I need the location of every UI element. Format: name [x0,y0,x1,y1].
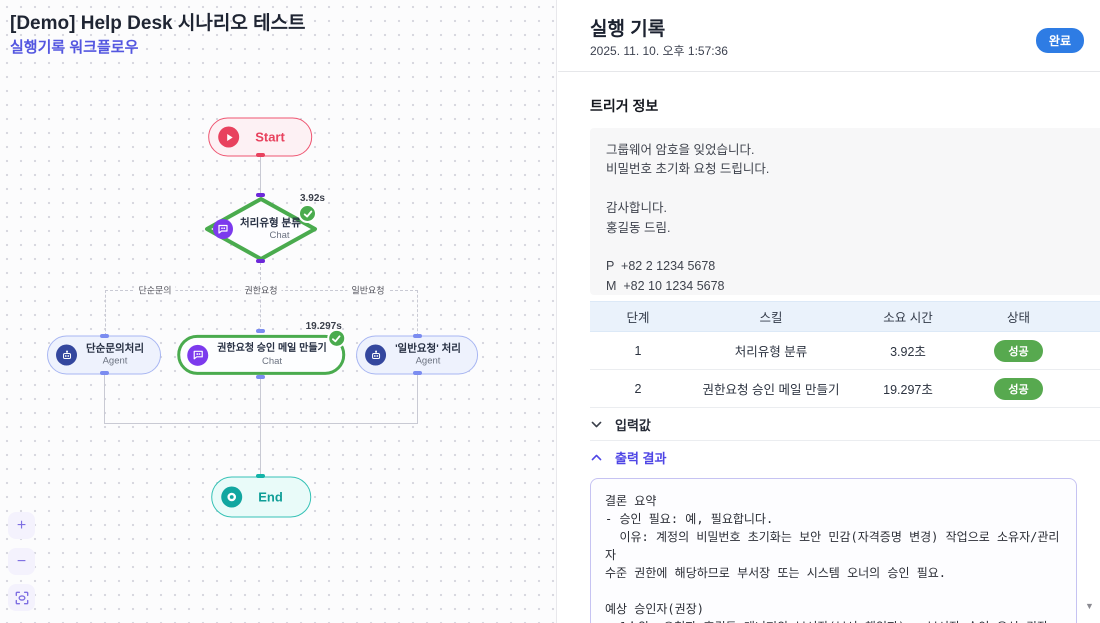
start-node-label: Start [255,129,285,145]
node-general-request[interactable]: '일반요청' 처리 Agent [356,335,478,375]
node-end[interactable]: End [211,476,311,518]
steps-table-header: 단계 스킬 소요 시간 상태 [590,301,1100,332]
edge-merge-horizontal [104,423,418,424]
simple-inquiry-subtitle: Agent [102,355,128,367]
trigger-info-text: 그룹웨어 암호을 잊었습니다. 비밀번호 초기화 요청 드립니다. 감사합니다.… [606,143,770,293]
chevron-down-icon [590,418,603,431]
output-result-label: 출력 결과 [615,450,667,466]
status-badge: 완료 [1035,28,1084,53]
fit-view-icon [15,591,29,605]
chat-icon [187,344,209,366]
approval-duration-label: 19.297s [305,320,342,332]
cell-duration: 19.297초 [883,383,933,397]
zoom-in-button[interactable]: + [8,512,35,539]
cell-step: 1 [634,343,642,358]
node-start[interactable]: Start [208,117,312,157]
edge-branch-left [105,290,106,336]
col-header-skill: 스킬 [759,311,783,325]
agent-icon [56,344,78,366]
end-node-label: End [258,489,283,505]
handle-classify-bottom[interactable] [256,259,265,263]
output-result-text: 결론 요약 - 승인 필요: 예, 필요합니다. 이유: 계정의 비밀번호 초기… [605,494,1060,623]
table-row[interactable]: 1 처리유형 분류 3.92초 성공 [590,332,1100,370]
trigger-info-heading: 트리거 정보 [590,98,659,114]
handle-general-top[interactable] [413,334,422,338]
cell-step: 2 [634,381,642,396]
chevron-up-icon [590,451,603,464]
success-badge: 성공 [994,339,1043,362]
node-classify[interactable]: 처리유형 분류 Chat 3.92s [203,193,325,262]
cell-skill: 처리유형 분류 [734,345,808,359]
success-badge: 성공 [994,377,1043,400]
cell-status: 성공 [960,339,1077,362]
execution-log-header: 실행 기록 2025. 11. 10. 오후 1:57:36 완료 [558,0,1100,72]
fit-view-button[interactable] [8,584,35,611]
edge-branch-right [417,290,418,336]
approval-mail-title: 권한요청 승인 메일 만들기 [217,342,327,354]
edge-start-classify [260,155,261,197]
simple-inquiry-title: 단순문의처리 [86,342,144,355]
handle-classify-top[interactable] [256,193,265,197]
check-icon [298,204,317,223]
workflow-subtitle: 실행기록 워크플로우 [10,39,139,56]
execution-log-title: 실행 기록 [590,19,666,40]
cell-skill: 권한요청 승인 메일 만들기 [702,383,840,397]
edge-label-general: 일반요청 [347,283,389,297]
edge-classify-branch [260,262,261,290]
agent-icon [365,344,387,366]
scroll-down-icon[interactable]: ▼ [1085,601,1094,611]
handle-approval-bottom[interactable] [256,375,265,379]
classify-duration-label: 3.92s [299,193,325,204]
col-header-duration: 소요 시간 [883,311,933,325]
zoom-out-button[interactable]: − [8,548,35,575]
check-icon [326,328,346,348]
node-simple-inquiry[interactable]: 단순문의처리 Agent [47,335,161,375]
input-values-section[interactable]: 입력값 [590,409,1100,441]
handle-approval-top[interactable] [256,329,265,333]
edge-label-simple: 단순문의 [134,283,176,297]
cell-status: 성공 [960,377,1077,400]
handle-end-top[interactable] [256,474,265,478]
edge-label-permission: 권한요청 [240,283,282,297]
node-approval-mail[interactable]: 권한요청 승인 메일 만들기 Chat 19.297s [177,321,346,376]
chat-icon [213,219,233,239]
steps-table: 단계 스킬 소요 시간 상태 1 처리유형 분류 3.92초 성공 2 권한요청… [590,301,1100,408]
input-values-label: 입력값 [615,418,651,433]
workflow-title: [Demo] Help Desk 시나리오 테스트 [10,13,306,34]
handle-general-bottom[interactable] [413,371,422,375]
edge-center-end [260,378,261,477]
handle-simple-bottom[interactable] [100,371,109,375]
edge-branch-center [260,290,261,332]
handle-start-bottom[interactable] [256,153,265,157]
approval-mail-subtitle: Chat [261,355,283,367]
trigger-info-box[interactable]: 그룹웨어 암호을 잊었습니다. 비밀번호 초기화 요청 드립니다. 감사합니다.… [590,128,1100,295]
stop-icon [221,486,243,508]
workflow-canvas[interactable]: [Demo] Help Desk 시나리오 테스트 실행기록 워크플로우 단순문… [0,0,557,623]
edge-right-down [417,374,418,423]
execution-log-panel: 실행 기록 2025. 11. 10. 오후 1:57:36 완료 트리거 정보… [558,0,1100,623]
general-request-subtitle: Agent [415,355,441,367]
play-icon [218,126,240,148]
col-header-step: 단계 [626,311,650,325]
classify-node-title: 처리유형 분류 [240,216,301,229]
cell-duration: 3.92초 [890,345,926,359]
edge-left-down [104,374,105,423]
general-request-title: '일반요청' 처리 [395,342,461,355]
output-result-box[interactable]: 결론 요약 - 승인 필요: 예, 필요합니다. 이유: 계정의 비밀번호 초기… [590,478,1077,623]
classify-node-subtitle: Chat [269,229,290,241]
output-result-section[interactable]: 출력 결과 [590,441,1100,473]
col-header-status: 상태 [1006,311,1030,325]
table-row[interactable]: 2 권한요청 승인 메일 만들기 19.297초 성공 [590,370,1100,408]
handle-simple-top[interactable] [100,334,109,338]
execution-timestamp: 2025. 11. 10. 오후 1:57:36 [590,44,728,58]
